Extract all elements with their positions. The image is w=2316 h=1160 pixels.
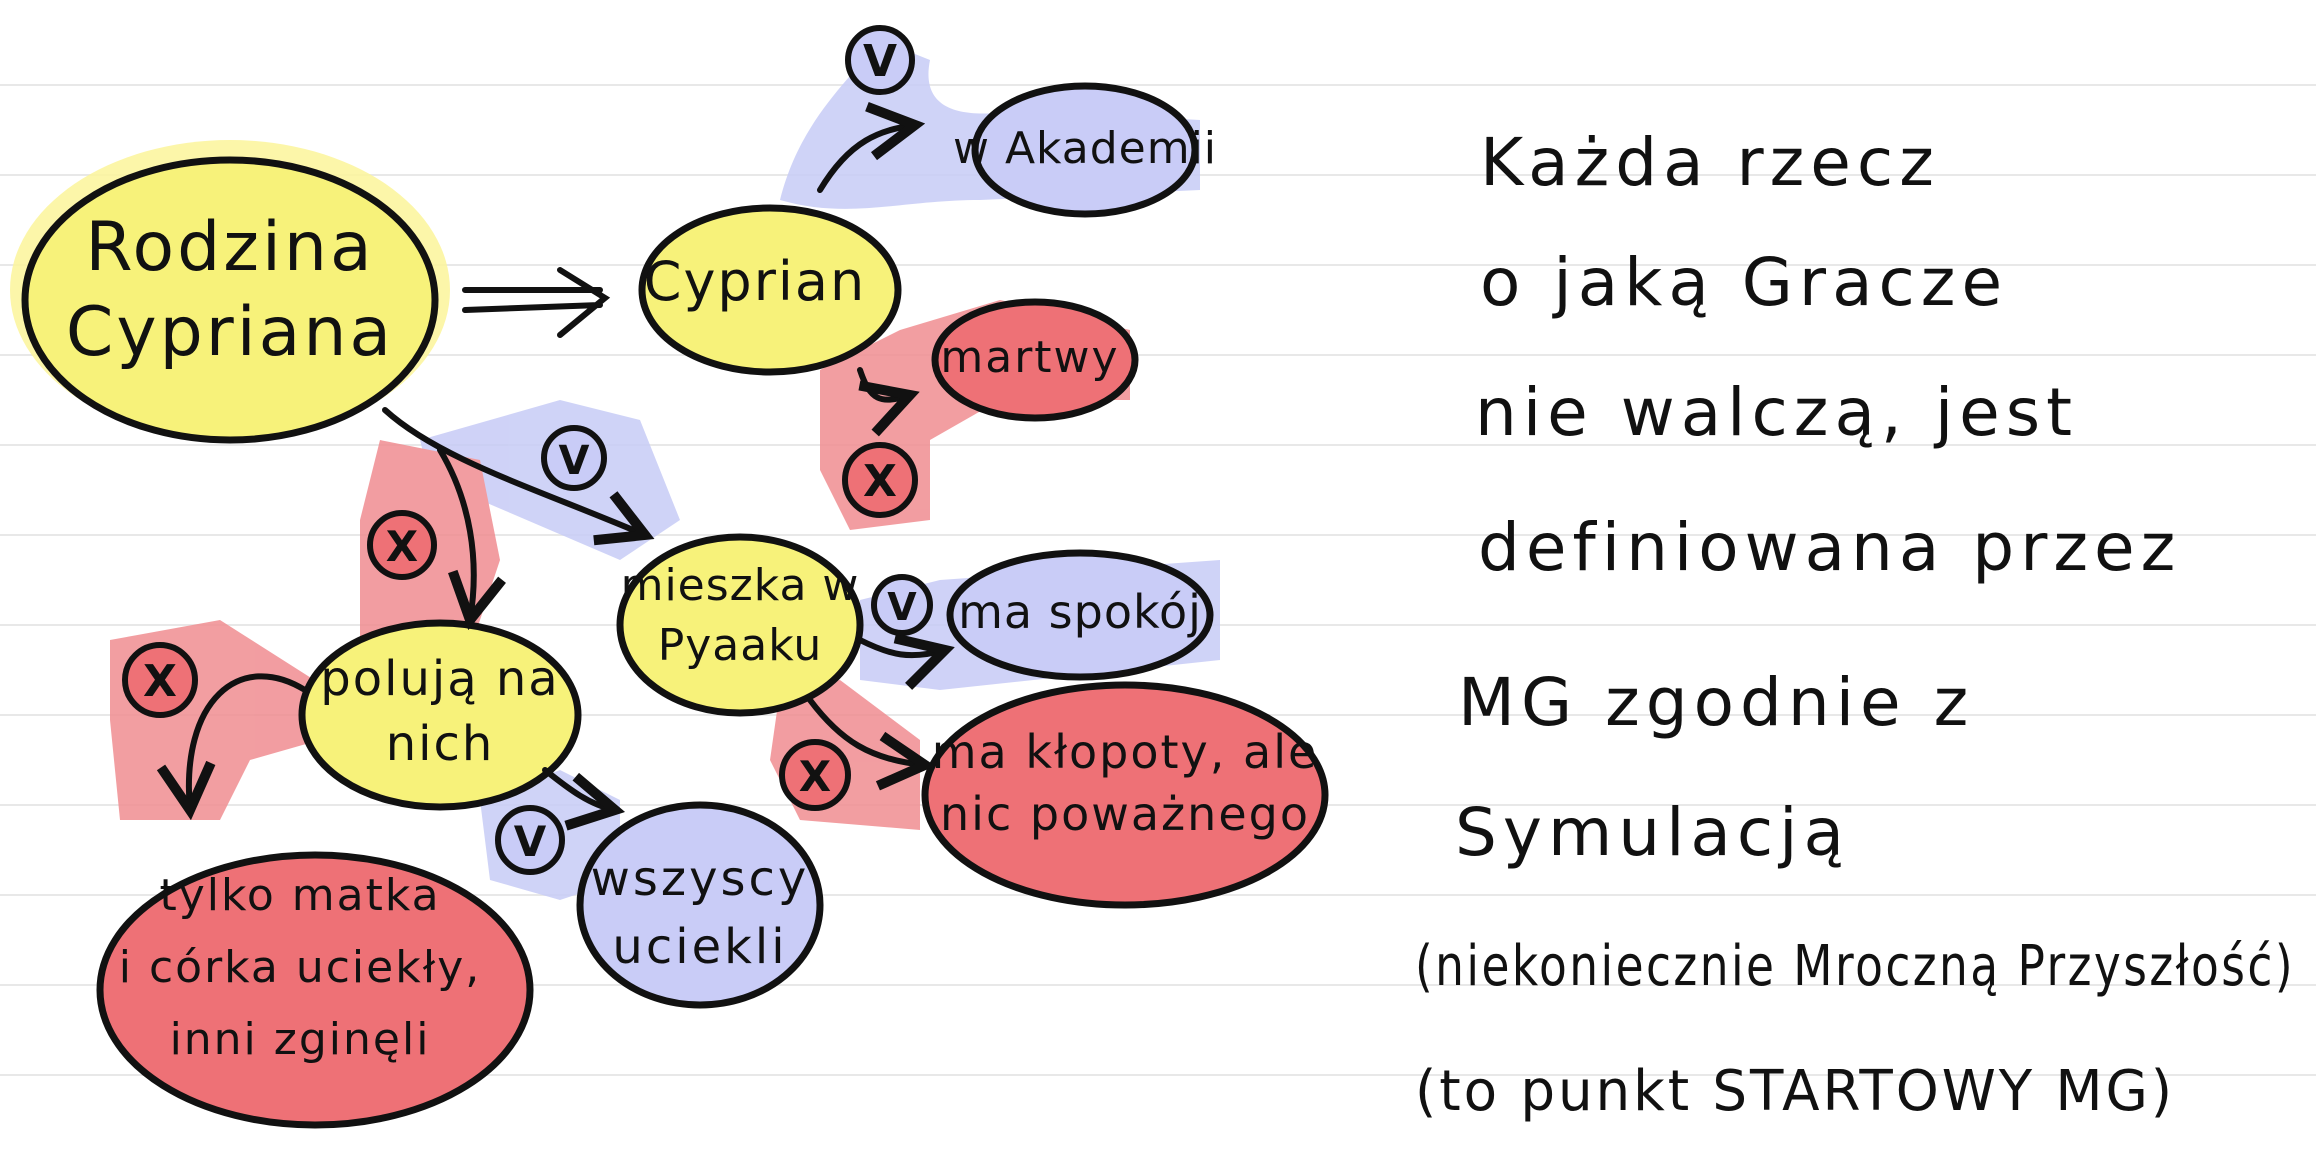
label-line: Cyprian: [644, 250, 866, 313]
node-poluja-label: polują na nich: [320, 651, 559, 772]
label-line: inni zginęli: [170, 1014, 431, 1065]
note-line-8: (to punkt STARTOWY MG): [1415, 1059, 2175, 1124]
label-line: Cypriana: [66, 293, 394, 372]
label-line: i córka uciekły,: [119, 942, 481, 993]
label-line: nich: [386, 716, 495, 772]
check-spokoj-label: V: [887, 585, 917, 629]
node-mieszka-label: mieszka w Pyaaku: [621, 560, 860, 671]
label-line: ma spokój: [958, 585, 1202, 639]
note-line-6: Symulacją: [1455, 794, 1850, 871]
note-line-2: o jaką Gracze: [1480, 244, 2008, 321]
note-line-5: MG zgodnie z: [1458, 664, 1974, 741]
node-klopoty-fill: [921, 681, 1329, 909]
node-wszyscy-label: wszyscy uciekli: [591, 851, 810, 975]
check-akademii-label: V: [863, 36, 897, 87]
label-line: mieszka w: [621, 560, 860, 611]
label-line: Rodzina: [85, 208, 374, 287]
cross-poluja-label: X: [386, 522, 418, 571]
node-martwy-fill: [931, 298, 1139, 422]
notes-block: Każda rzecz o jaką Gracze nie walczą, je…: [1415, 124, 2295, 1124]
arrow-mieszka-klopoty: [807, 697, 925, 765]
label-line: martwy: [940, 332, 1119, 383]
arrow-poluja-tylko: [189, 673, 308, 810]
check-wszyscy: V: [495, 805, 565, 875]
label-line: wszyscy: [591, 851, 810, 907]
label-line: polują na: [320, 651, 559, 707]
note-line-1: Każda rzecz: [1480, 124, 1940, 201]
node-cyprian-fill: [638, 204, 902, 376]
arrow-cyprian-martwy: [857, 367, 910, 400]
label-line: w Akademii: [953, 123, 1217, 174]
label-line: nic poważnego: [940, 787, 1310, 841]
check-mieszka: V: [541, 425, 607, 491]
node-martwy-label: martwy: [940, 332, 1119, 383]
node-fills: [21, 82, 1329, 1129]
node-poluja-fill: [298, 619, 582, 811]
arrow-mieszka-spokoj: [857, 640, 945, 655]
node-akademii-label: w Akademii: [953, 123, 1217, 174]
connectors: [189, 125, 945, 810]
label-line: Pyaaku: [658, 620, 823, 671]
cross-tylko: X: [122, 642, 198, 718]
arrow-rodzina-mieszka: [382, 407, 645, 535]
arrow-cyprian-akademii: [817, 125, 915, 193]
check-akademii: V: [845, 25, 915, 95]
node-wszyscy-fill: [576, 801, 824, 1009]
node-klopoty-label: ma kłopoty, ale nic poważnego: [932, 725, 1319, 841]
note-line-3: nie walczą, jest: [1475, 374, 2078, 451]
cross-tylko-label: X: [143, 656, 177, 707]
node-spokoj-label: ma spokój: [958, 585, 1202, 639]
node-tylko-fill: [96, 851, 534, 1129]
label-line: ma kłopoty, ale: [932, 725, 1319, 779]
label-line: uciekli: [612, 919, 787, 975]
note-line-7: (niekoniecznie Mroczną Przyszłość): [1415, 934, 2295, 999]
cross-klopoty: X: [779, 739, 851, 811]
cross-martwy-label: X: [863, 456, 897, 507]
check-wszyscy-label: V: [514, 817, 547, 866]
node-tylko-label: tylko matka i córka uciekły, inni zginęli: [119, 870, 481, 1065]
node-mieszka-fill: [616, 533, 864, 717]
check-spokoj: V: [871, 574, 933, 636]
node-spokoj-fill: [946, 549, 1214, 681]
check-mieszka-label: V: [559, 438, 590, 484]
cross-klopoty-label: X: [799, 752, 831, 801]
node-cyprian-label: Cyprian: [644, 250, 866, 313]
cross-martwy: X: [842, 442, 918, 518]
arrow-rodzina-cyprian: [462, 267, 611, 338]
arrow-poluja-wszyscy: [542, 767, 615, 810]
label-line: tylko matka: [159, 870, 440, 921]
note-line-4: definiowana przez: [1478, 509, 2181, 586]
cross-poluja: X: [367, 510, 437, 580]
node-akademii-fill: [971, 82, 1199, 218]
node-rodzina-fill: [21, 156, 439, 444]
markers: V X V X V X X V: [122, 25, 933, 875]
arrow-rodzina-poluja: [437, 447, 474, 620]
